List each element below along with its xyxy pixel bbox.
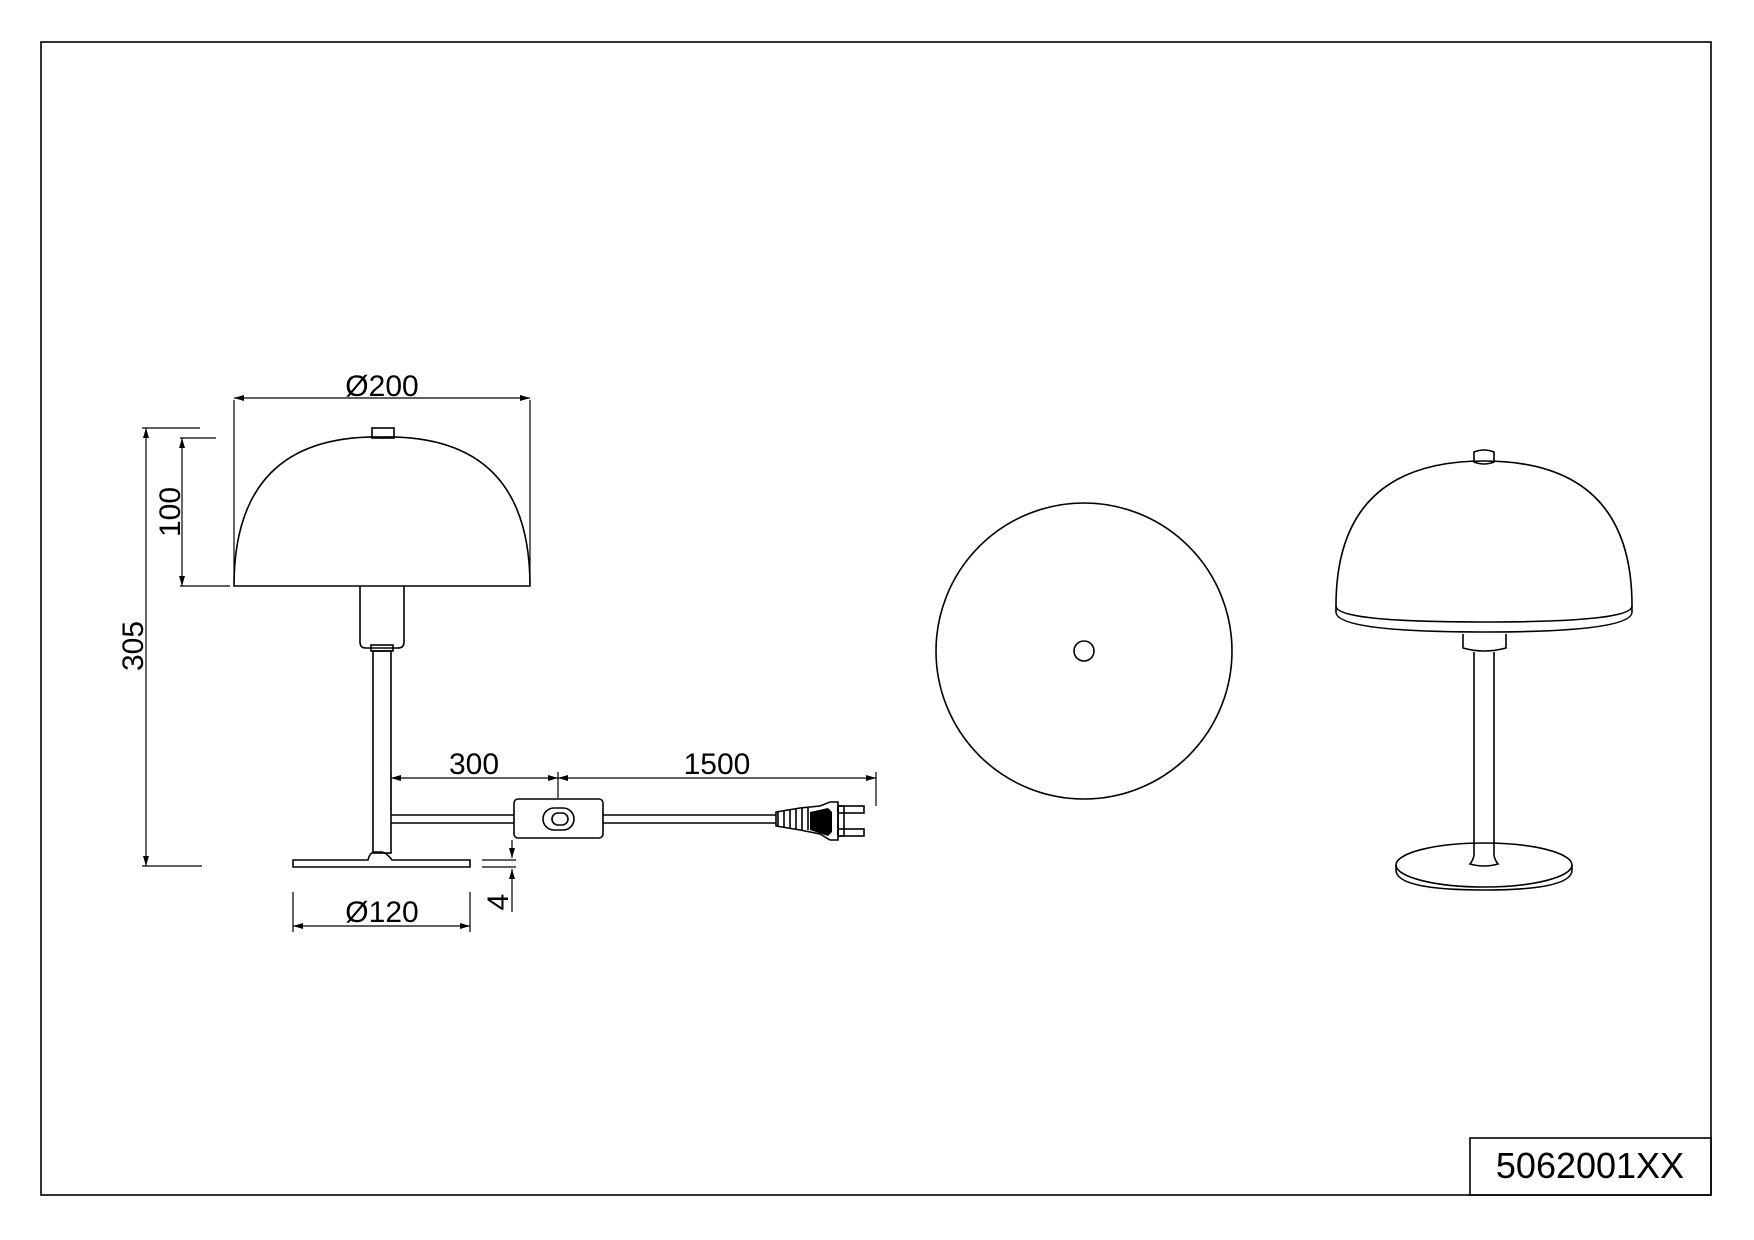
dim-cable-to-plug: 1500 (684, 748, 751, 781)
lamp-base (292, 851, 471, 868)
top-view-shade-outline (935, 502, 1233, 800)
drawing-frame (40, 41, 1712, 1196)
perspective-top-cap (1473, 449, 1495, 465)
perspective-shade (1335, 460, 1633, 623)
product-code-box (1469, 1137, 1712, 1196)
lamp-socket (359, 586, 405, 649)
perspective-stem (1473, 652, 1495, 856)
dim-shade-diameter: Ø200 (345, 370, 418, 403)
dim-shade-height: 100 (154, 487, 187, 537)
dim-cable-to-switch: 300 (449, 748, 499, 781)
dim-total-height: 305 (117, 621, 150, 671)
inline-switch (513, 798, 604, 839)
perspective-base (1395, 842, 1573, 888)
side-view: Ø200 100 305 Ø120 4 300 1500 (117, 370, 877, 932)
power-plug (775, 801, 865, 841)
dim-base-diameter: Ø120 (345, 896, 418, 929)
dim-base-thickness: 4 (482, 894, 515, 911)
shade-top-cap (371, 427, 395, 439)
top-view (935, 502, 1233, 800)
perspective-view (1335, 449, 1633, 891)
lamp-stem (372, 650, 392, 854)
perspective-socket (1462, 634, 1507, 652)
product-code: 5062001XX (1496, 1145, 1684, 1186)
title-block: 5062001XX (1469, 1137, 1712, 1196)
top-view-center-hole (1073, 640, 1095, 662)
lamp-shade (233, 436, 531, 587)
switch-rocker (542, 807, 575, 831)
